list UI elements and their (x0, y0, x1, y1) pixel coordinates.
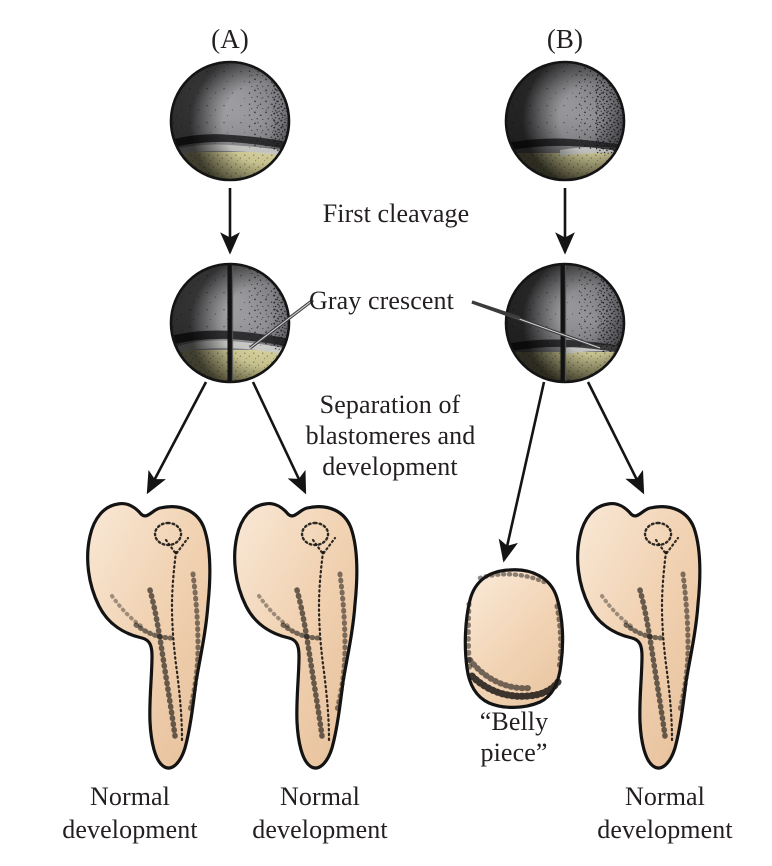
outcome-a-left-line-1: Normal (89, 782, 171, 811)
separation-label-line-2: blastomeres and (305, 421, 476, 450)
belly-piece-label-line-1: “Belly (479, 707, 549, 736)
separation-label-line-3: development (322, 452, 458, 481)
outcome-a-left-line-2: development (62, 815, 198, 844)
egg-b-outline (504, 60, 626, 182)
outcome-a-right-line-1: Normal (279, 782, 361, 811)
first-cleavage-label: First cleavage (322, 199, 470, 228)
larva-b-right (576, 502, 702, 770)
egg-a-outline (169, 60, 291, 182)
panel-label-b: (B) (546, 24, 584, 54)
larva-a-left (86, 502, 212, 770)
separation-arrow-a-left (146, 381, 208, 495)
outcome-b-right-line-1: Normal (624, 782, 706, 811)
two-cell-embryo-b-outline (504, 262, 626, 384)
belly-piece-label-line-2: piece” (480, 738, 548, 767)
larva-a-right (233, 502, 359, 770)
belly-piece (463, 568, 565, 709)
separation-arrow-b-right (586, 381, 645, 495)
gray-crescent-label: Gray crescent (309, 286, 454, 315)
separation-label-line-1: Separation of (319, 390, 461, 419)
separation-arrow-b-left (498, 381, 546, 563)
panel-label-a: (A) (211, 24, 249, 54)
outcome-b-right-line-2: development (597, 815, 733, 844)
two-cell-embryo-a-outline (169, 262, 291, 384)
gray-crescent-leader-lines (249, 298, 601, 350)
separation-arrow-a-right (251, 381, 307, 495)
outcome-a-right-line-2: development (252, 815, 388, 844)
